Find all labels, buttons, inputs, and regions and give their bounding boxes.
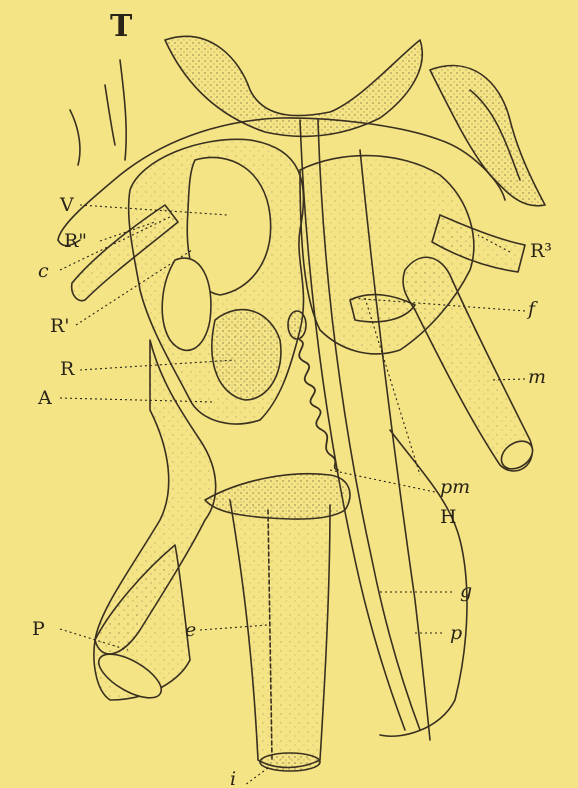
label-R-prime: R' — [50, 317, 70, 336]
tube-e — [230, 500, 330, 768]
label-c: c — [38, 262, 49, 281]
label-R-three: R³ — [530, 242, 552, 261]
label-V: V — [60, 196, 74, 215]
label-m: m — [528, 368, 546, 387]
label-f: f — [528, 300, 535, 319]
label-T: T — [110, 12, 132, 42]
label-R: R — [60, 360, 74, 379]
tube-m — [403, 257, 532, 471]
label-e: e — [185, 621, 196, 640]
label-pm: pm — [440, 478, 470, 497]
upper-vessel-mass — [165, 36, 422, 136]
label-H: H — [440, 508, 457, 527]
label-p: p — [450, 624, 462, 643]
wavy-nerve-H — [299, 340, 338, 470]
label-P: P — [32, 620, 45, 639]
label-i: i — [230, 770, 236, 788]
label-R-double: R" — [64, 232, 87, 251]
label-A: A — [38, 389, 52, 408]
label-g: g — [460, 582, 472, 601]
